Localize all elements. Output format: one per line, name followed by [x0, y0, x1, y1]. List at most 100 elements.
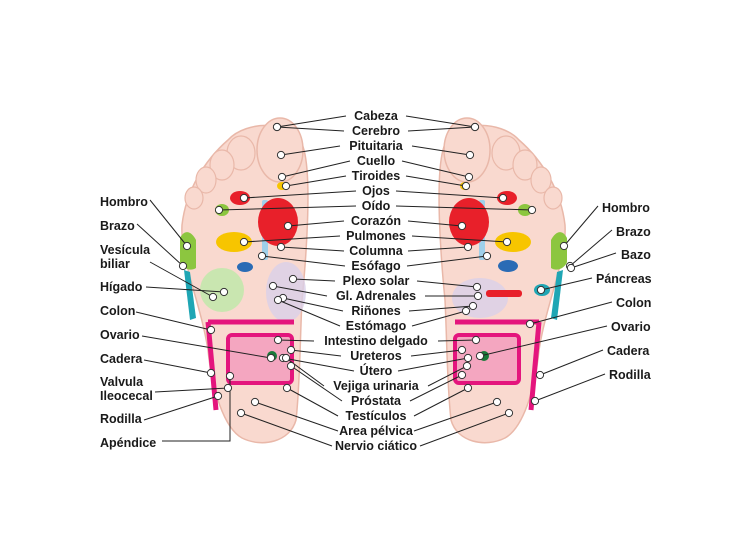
label-nervio-ciatico: Nervio ciático	[335, 439, 417, 453]
leader-left-side-apendice	[162, 376, 231, 442]
left-label-vesicula: Vesícula	[100, 243, 151, 257]
left-toe-5	[184, 186, 204, 210]
left-label-higado: Hígado	[100, 280, 143, 294]
leader-left-intestino-delgado	[277, 339, 315, 342]
left-big-toe	[256, 117, 304, 183]
dot-left-esofago	[257, 251, 267, 261]
right-pancreas-zone	[486, 290, 522, 297]
dot-right-plexo-solar	[472, 282, 482, 292]
dot-left-testiculos	[282, 383, 292, 393]
leader-left-gl-adrenales	[272, 285, 328, 297]
right-label-cadera: Cadera	[607, 344, 650, 358]
dot-right-side-cadera	[535, 370, 545, 380]
left-label-valvula: Valvula	[100, 375, 144, 389]
label-prostata: Próstata	[351, 394, 402, 408]
leader-left-oido	[218, 205, 357, 211]
dot-right-side-rodilla	[530, 396, 540, 406]
dot-left-nervio-ciatico	[236, 408, 246, 418]
leader-left-cuello	[281, 160, 351, 178]
leader-left-testiculos	[286, 387, 339, 417]
dot-right-ureteros	[457, 345, 467, 355]
leader-left-utero	[282, 357, 355, 372]
label-rinones: Riñones	[351, 304, 400, 318]
leader-left-area-pelvica	[254, 401, 339, 432]
left-toe-4	[195, 166, 217, 194]
dot-right-cerebro	[470, 122, 480, 132]
label-plexo-solar: Plexo solar	[343, 274, 410, 288]
dot-right-esofago	[482, 251, 492, 261]
left-label-biliar: biliar	[100, 257, 130, 271]
leader-right-side-ovario	[479, 325, 608, 357]
dot-right-rinones	[468, 301, 478, 311]
left-heart-zone	[258, 198, 298, 246]
left-solar-plexus-zone	[266, 262, 306, 322]
label-vejiga-urinaria: Vejiga urinaria	[333, 379, 420, 393]
left-label-rodilla: Rodilla	[100, 412, 143, 426]
leader-left-side-hombro	[149, 199, 188, 247]
leader-left-nervio-ciatico	[240, 412, 333, 447]
label-columna: Columna	[349, 244, 404, 258]
leader-right-cerebro	[407, 126, 476, 132]
dot-left-side-brazo	[178, 261, 188, 271]
dot-right-area-pelvica	[492, 397, 502, 407]
leader-right-side-hombro	[563, 205, 599, 247]
leader-left-plexo-solar	[292, 278, 336, 282]
label-utero: Útero	[360, 363, 393, 378]
leader-right-pulmones	[411, 235, 508, 243]
leader-right-side-rodilla	[534, 373, 606, 402]
left-foot	[180, 117, 309, 444]
left-toe-3	[209, 149, 235, 181]
dot-left-vejiga-urinaria	[281, 353, 291, 363]
leader-left-tiroides	[285, 175, 347, 187]
dot-left-side-apendice	[225, 371, 235, 381]
leader-right-area-pelvica	[413, 401, 498, 432]
right-label-ovario: Ovario	[611, 320, 651, 334]
leader-right-side-bazo	[570, 252, 617, 269]
leader-left-pituitaria	[280, 145, 341, 156]
leader-left-side-colon	[135, 311, 212, 331]
label-area-pelvica: Area pélvica	[339, 424, 414, 438]
right-toe-3	[512, 149, 538, 181]
leader-left-side-ovario	[141, 335, 272, 359]
marker-dots	[178, 122, 576, 418]
left-label-ovario: Ovario	[100, 328, 140, 342]
leader-right-side-pancreas	[540, 277, 593, 291]
leader-left-side-valvula	[154, 387, 229, 393]
label-corazon: Corazón	[351, 214, 401, 228]
leader-right-plexo-solar	[416, 280, 478, 288]
right-label-rodilla: Rodilla	[609, 368, 652, 382]
dot-left-pulmones	[239, 237, 249, 247]
leader-right-columna	[407, 246, 469, 252]
dot-left-estomago	[273, 295, 283, 305]
left-label-hombro: Hombro	[100, 195, 148, 209]
label-ojos: Ojos	[362, 184, 390, 198]
leader-right-tiroides	[405, 175, 467, 187]
dot-right-utero	[463, 353, 473, 363]
leader-right-rinones	[408, 305, 474, 312]
label-intestino-delgado: Intestino delgado	[324, 334, 428, 348]
dot-left-side-vesicula	[208, 292, 218, 302]
leader-right-cuello	[401, 160, 470, 178]
right-labels: Hombro Brazo Bazo Páncreas Colon Ovario …	[596, 201, 652, 382]
dot-left-side-ovario	[266, 353, 276, 363]
dot-right-side-colon	[525, 319, 535, 329]
dot-left-oido	[214, 205, 224, 215]
dot-left-ojos	[239, 193, 249, 203]
dot-right-side-hombro	[559, 241, 569, 251]
leader-right-prostata	[409, 374, 463, 402]
leader-left-columna	[280, 246, 345, 252]
right-label-colon: Colon	[616, 296, 651, 310]
dot-left-side-colon	[206, 325, 216, 335]
leader-left-rinones	[282, 297, 344, 312]
leader-left-corazon	[287, 220, 345, 227]
label-pulmones: Pulmones	[346, 229, 406, 243]
dot-left-area-pelvica	[250, 397, 260, 407]
dot-right-columna	[463, 242, 473, 252]
dot-right-side-pancreas	[536, 285, 546, 295]
leader-right-esofago	[406, 255, 488, 267]
right-label-bazo: Bazo	[621, 248, 651, 262]
label-cabeza: Cabeza	[354, 109, 399, 123]
right-lung-zone	[495, 232, 531, 252]
label-esofago: Esófago	[351, 259, 401, 273]
leader-right-estomago	[411, 310, 467, 327]
